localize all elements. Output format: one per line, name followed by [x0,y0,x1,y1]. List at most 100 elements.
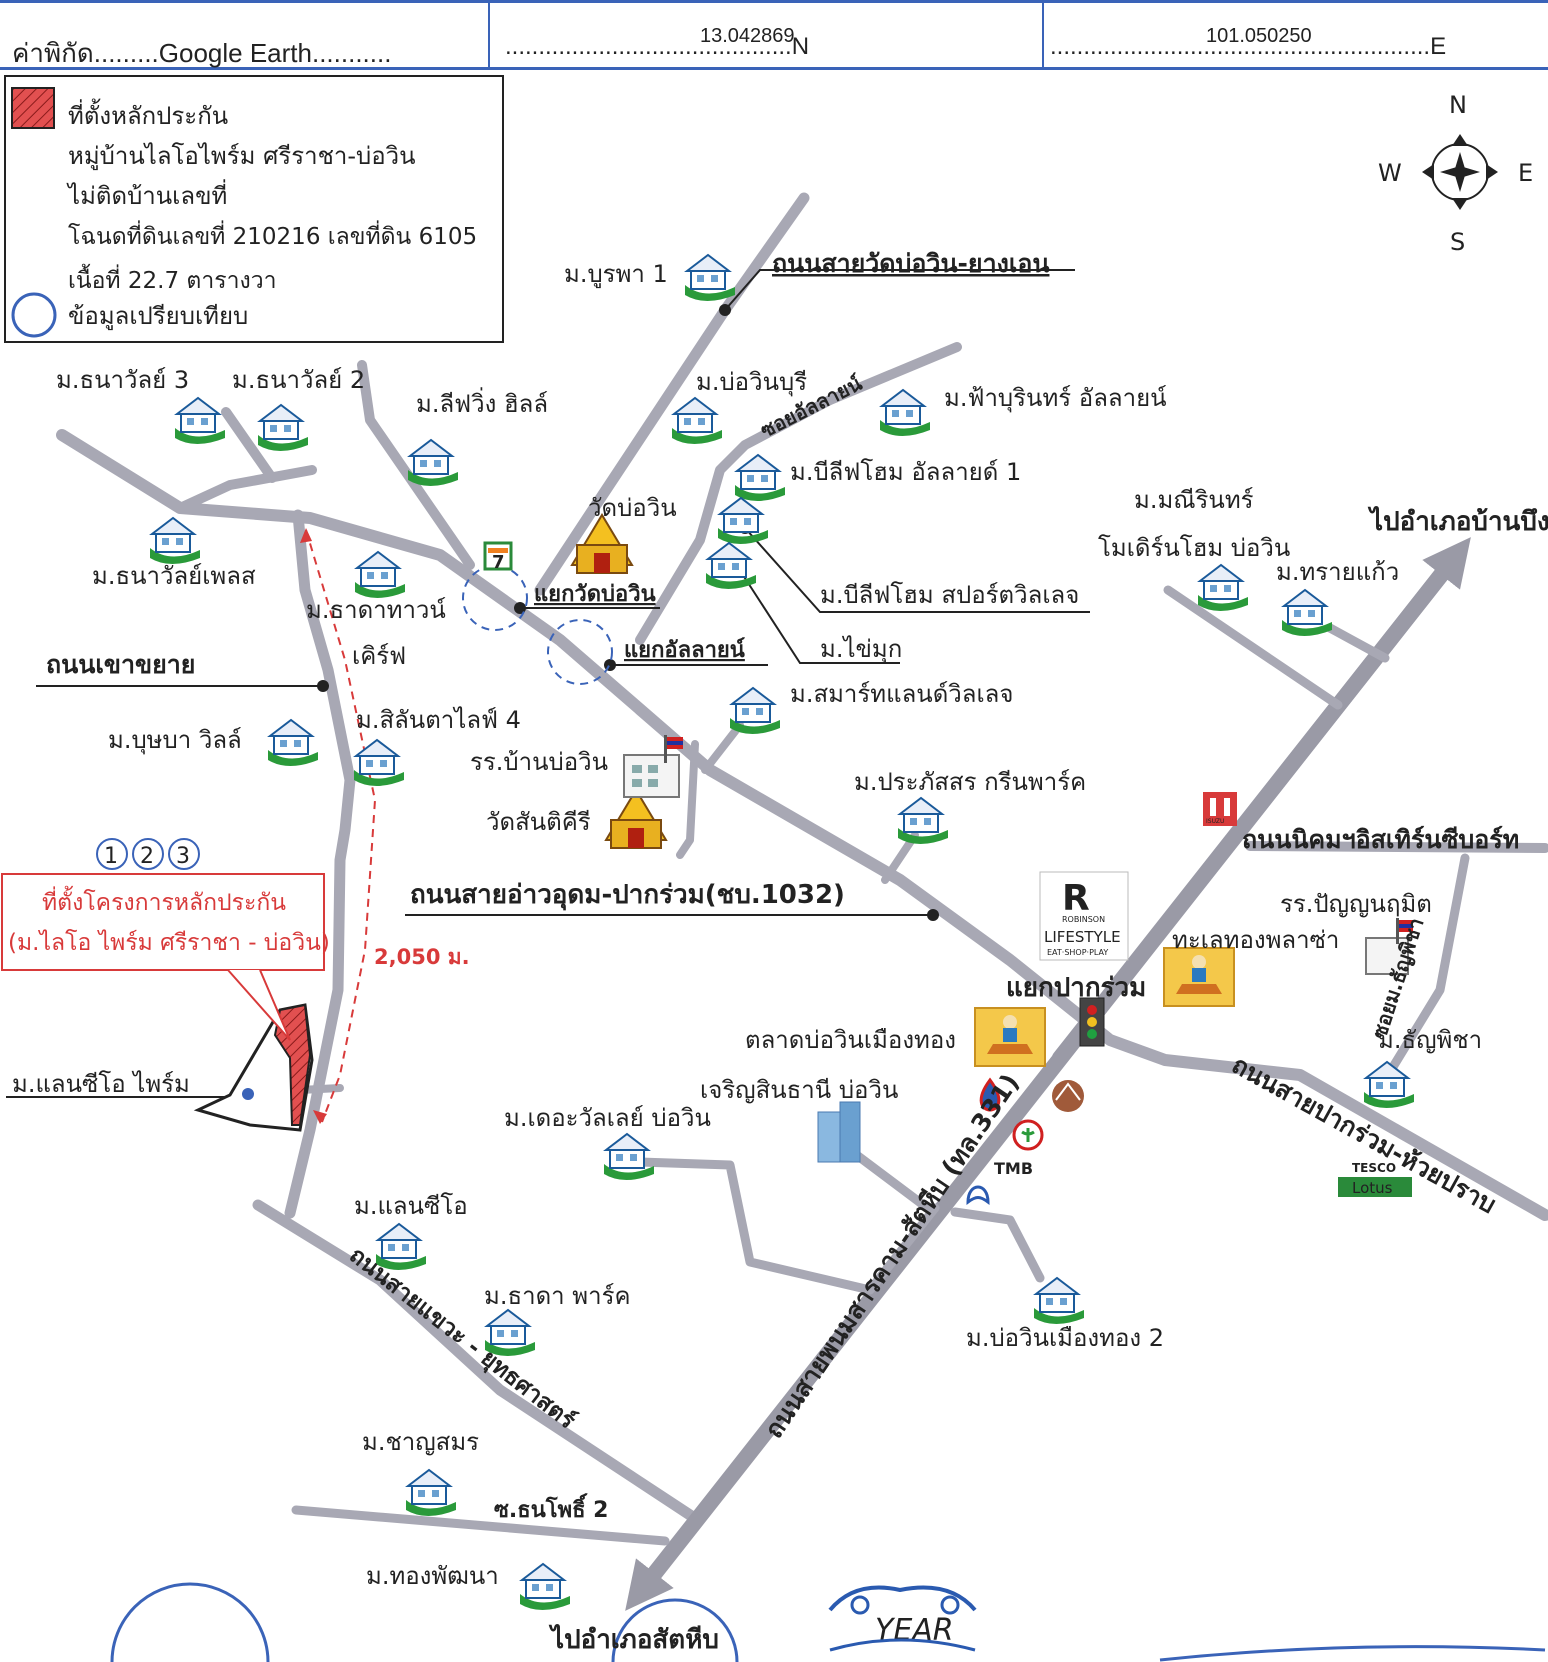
house-icon [879,388,930,436]
place-fahburin: ม.ฟ้าบุรินทร์ อัลลายน์ [944,384,1167,413]
road-label-khao-khayai: ถนนเขาขยาย [46,650,195,679]
project-site [193,1003,314,1132]
distance-line [300,528,377,1124]
house-icon [405,1468,456,1516]
legend-project: หมู่บ้านไลโอไพร์ม ศรีราชา-บ่อวิน [68,142,416,171]
project-callout-title: ที่ตั้งโครงการหลักประกัน [42,886,286,916]
junction-circles [462,565,613,685]
road-charoen [845,1145,935,1215]
compass-w: W [1378,159,1402,187]
road-bowin-yang-en [534,192,810,596]
house-icon [519,1562,570,1610]
comparison-1: 1 [104,844,118,869]
legend-collateral: ที่ตั้งหลักประกัน [68,98,228,130]
project-callout-name: (ม.ไลโอ ไพร์ม ศรีราชา - บ่อวิน) [8,929,330,956]
isuzu-icon: ISUZU [1203,792,1237,826]
place-thanphicha: ม.ธัญพิชา [1378,1026,1482,1054]
svg-text:LIFESTYLE: LIFESTYLE [1044,928,1121,946]
project-callout [1,873,325,1041]
road-school-bowin [676,740,699,859]
house-icon [717,496,768,544]
road-phanom-sarakham-north [1052,537,1471,1066]
place-thada-park: ม.ธาดา พาร์ค [484,1282,631,1310]
leader-lines [6,269,1090,1098]
place-chansamon: ม.ชาญสมร [362,1428,479,1456]
house-icon [257,403,308,451]
road-soi-thanphicha [1380,853,1470,1085]
house-icon [729,686,780,734]
house-icon [267,718,318,766]
compass-s: S [1450,228,1465,256]
place-muangthong2: ม.บ่อวินเมืองทอง 2 [966,1324,1164,1352]
legend-box [4,75,504,343]
school-icon [1365,918,1413,975]
junction-label-pak-ruam: แยกปากร่วม [1006,973,1146,1003]
house-icon [603,1132,654,1180]
house-icons [149,253,1414,1610]
road-label-bowin-yang-en: ถนนสายวัดบ่อวิน-ยางเอน [772,249,1049,278]
longitude-suffix: ........................................… [1050,33,1447,60]
compass-icon [1422,134,1498,210]
place-talay-thong: ทะเลทองพลาซ่า [1172,926,1339,954]
compass-e: E [1518,159,1533,187]
svg-text:R: R [1062,878,1090,919]
legend-deed: โฉนดที่ดินเลขที่ 210216 เลขที่ดิน 6105 [68,220,477,250]
road-eastern-seaboard [1245,841,1548,853]
svg-text:Lotus: Lotus [1352,1179,1393,1197]
header-divider-2 [1042,3,1044,70]
house-icon [1033,1276,1084,1324]
traffic-light-icon [1079,997,1105,1047]
compass-n: N [1449,91,1467,119]
svg-text:EAT·SHOP·PLAY: EAT·SHOP·PLAY [1047,948,1108,957]
place-leefwing: ม.ลีฟวิ่ง ฮิลล์ [416,387,548,418]
road-smartland [701,721,744,774]
temple-icon [570,513,634,574]
house-icon [705,541,756,589]
house-icon [407,438,458,486]
house-icon [734,453,785,501]
comparison-numbers [96,838,200,870]
latitude-value: 13.042869 [700,25,795,47]
house-icon [1197,563,1248,611]
comparison-2: 2 [140,844,154,869]
place-school-bowin: รร.บ้านบ่อวิน [470,748,608,776]
road-thanawan3-branch [175,465,317,513]
house-icon [671,396,722,444]
road-label-phanom-sarakham: ถนนสายพนมสารคาม-สัตหีบ (ทล.331) [759,1069,1025,1444]
road-thanpho2 [291,1505,670,1546]
place-kerf: เคิร์ฟ [352,642,406,670]
market-icon [1163,947,1235,1007]
road-khao-khayai [284,509,356,1219]
place-thanawan-place: ม.ธนาวัลย์เพลส [92,562,256,590]
road-label-ao-udom: ถนนสายอ่าวอุดม-ปากร่วม(ชบ.1032) [410,880,845,911]
temple-icon [604,788,668,849]
place-khaimuk: ม.ไข่มุก [820,635,902,664]
svg-text:TMB: TMB [994,1159,1033,1178]
place-manirin: ม.มณีรินทร์ [1134,486,1254,514]
junction-label-wat-bowin: แยกวัดบ่อวิน [534,582,656,607]
market-icon [974,1007,1046,1067]
house-icon [354,550,405,598]
ptt-icon [979,1077,1001,1112]
place-beliefhome1: ม.บีลีฟโฮม อัลลายด์ 1 [790,458,1021,486]
bangkok-bank-icon [966,1185,990,1206]
kasikorn-icon [1012,1119,1044,1151]
comparison-3: 3 [176,844,190,869]
road-valley [635,1157,940,1295]
place-silanta: ม.สิลันตาไลฟ์ 4 [356,706,521,734]
stamp-logo: YEAR [828,1585,977,1652]
place-the-valley: ม.เดอะวัลเลย์ บ่อวิน [504,1104,711,1132]
place-landsio-prime: ม.แลนซีโอ ไพร์ม [12,1070,190,1098]
place-manirin-modern: โมเดิร์นโฮม บ่อวิน [1098,534,1290,562]
seven-eleven-icon: 7 [483,541,513,573]
road-saikaew [1325,623,1390,663]
house-icon [375,1222,426,1270]
longitude-value: 101.050250 [1206,25,1312,47]
place-thongphatthana: ม.ทองพัฒนา [366,1562,499,1590]
place-bowinburi: ม.บ่อวินบุรี [696,368,807,397]
place-landsio: ม.แลนซีโอ [354,1192,468,1220]
svg-text:ROBINSON: ROBINSON [1062,915,1105,924]
siam-cement-icon [1052,1080,1084,1112]
coord-source: ค่าพิกัด.........Google Earth........... [12,38,392,68]
svg-text:ISUZU: ISUZU [1206,818,1224,825]
